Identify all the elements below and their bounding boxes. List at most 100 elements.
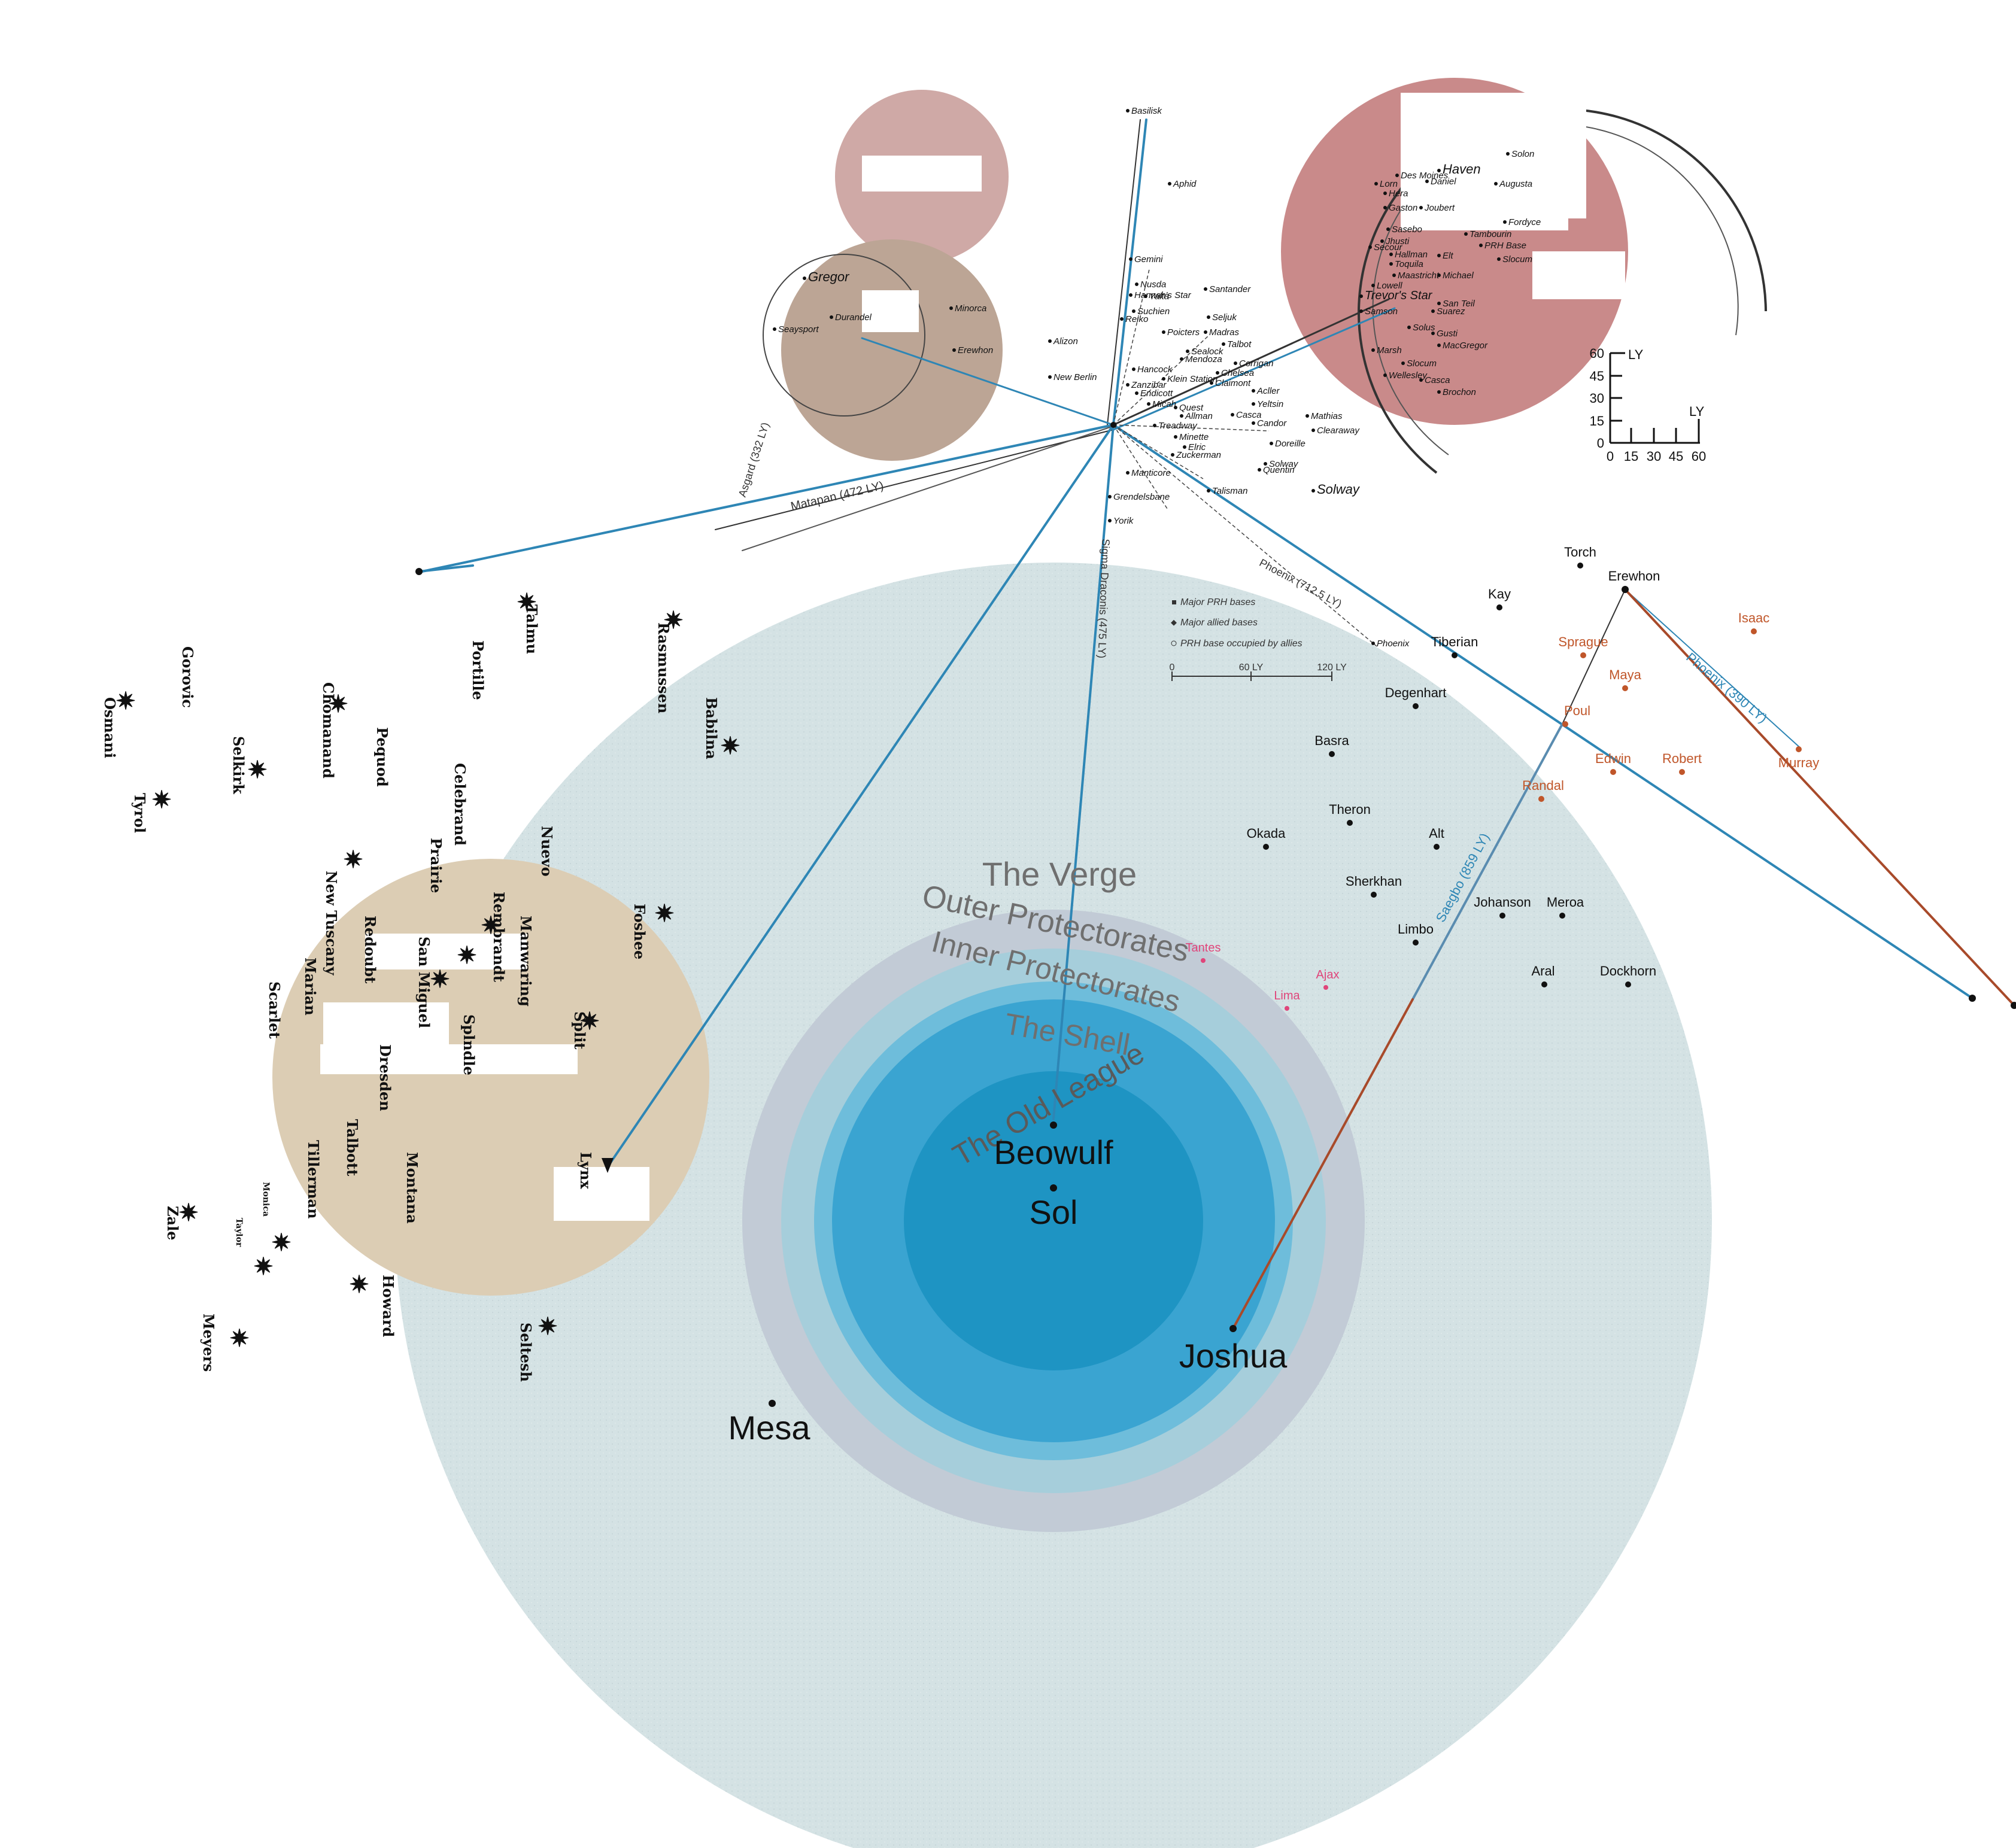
system-dot — [1147, 402, 1150, 406]
system-isaac: Isaac — [1738, 610, 1770, 625]
route-sasebo-blue — [1411, 723, 1563, 1001]
system-dot — [1216, 371, 1219, 375]
system-label: Pequod — [374, 727, 391, 787]
system-label: Yorik — [1113, 516, 1134, 526]
system-dot — [1174, 435, 1177, 439]
legend-major-allied: Major allied bases — [1180, 618, 1258, 628]
system-dot — [1183, 445, 1186, 449]
system-dot — [1252, 402, 1255, 406]
system-dot — [1135, 391, 1138, 395]
system-label: Augusta — [1499, 179, 1532, 189]
system-lima: Lima — [1274, 989, 1300, 1002]
system-dot — [1048, 375, 1052, 379]
joshua-label: Joshua — [1179, 1337, 1288, 1375]
star-glyph-icon: ✷ — [654, 899, 675, 928]
star-glyph-icon: ✷ — [538, 1312, 558, 1341]
system-label: Klein Station — [1167, 374, 1218, 384]
minor-inset-mid — [781, 239, 1003, 461]
sk-connectors — [1113, 269, 1377, 647]
system-label: Acller — [1256, 386, 1280, 396]
route-matapan-stub — [418, 564, 474, 573]
haven-redaction-3 — [1532, 251, 1625, 299]
system-label: Mathias — [1311, 411, 1343, 421]
system-label: Allman — [1185, 411, 1213, 421]
system-label: Gemini — [1134, 254, 1163, 265]
route-basilisk-dark — [1107, 119, 1141, 425]
system-label: Seljuk — [1212, 312, 1237, 323]
system-label: Des Moines — [1401, 171, 1449, 181]
system-label: Gusti — [1437, 329, 1458, 339]
system-dot — [1126, 109, 1130, 113]
star-glyph-icon: ✷ — [253, 1253, 274, 1281]
system-label: Seaysport — [778, 324, 819, 335]
star-glyph-icon: ✷ — [720, 732, 740, 760]
system-label: Lynx — [577, 1152, 594, 1189]
system-label: Casca — [1236, 410, 1262, 420]
system-label: Zanzibar — [1131, 380, 1167, 390]
star-glyph-icon: ✷ — [229, 1324, 250, 1352]
system-label: Solway — [1269, 459, 1299, 469]
star-glyph-icon: ✷ — [430, 965, 450, 993]
system-label: Rasmussen — [655, 622, 672, 713]
system-dot — [1389, 253, 1393, 256]
system-label: Micah — [1152, 399, 1176, 409]
svg-text:15: 15 — [1624, 449, 1638, 464]
system-label: Zuckerman — [1176, 450, 1221, 460]
system-label: Selkirk — [230, 736, 247, 795]
svg-text:45: 45 — [1590, 369, 1604, 384]
system-dot — [1234, 361, 1237, 365]
system-label: Redoubt — [362, 916, 379, 983]
system-label: Slocum — [1502, 254, 1532, 265]
system-label: Hancock — [1137, 364, 1173, 375]
system-dot — [1135, 282, 1138, 286]
system-label: Lowell — [1377, 281, 1402, 291]
system-label: Poicters — [1167, 327, 1200, 338]
star-glyph-icon: ✷ — [663, 606, 684, 634]
route-basilisk — [1112, 118, 1147, 426]
system-tiberian: Tiberian — [1431, 634, 1478, 649]
svg-text:15: 15 — [1590, 414, 1604, 428]
minor-inset-top-redaction — [862, 156, 982, 192]
system-dot — [1153, 424, 1156, 427]
system-okada: Okada — [1247, 826, 1286, 841]
system-label: Aphid — [1173, 179, 1197, 189]
system-dot — [1503, 220, 1507, 224]
system-label: Treadway — [1158, 421, 1198, 431]
system-label: Suchien — [1137, 306, 1170, 317]
system-dot — [1506, 152, 1510, 156]
system-dot — [1383, 192, 1387, 195]
system-label: Haven — [1443, 162, 1481, 177]
system-label: New Tuscany — [323, 871, 340, 975]
system-label: San Teil — [1443, 299, 1475, 309]
system-dot — [1162, 330, 1165, 334]
system-label: Tyrol — [131, 793, 148, 833]
svg-text:60 LY: 60 LY — [1239, 662, 1264, 673]
system-dot — [1386, 227, 1390, 231]
system-label: San Miguel — [415, 937, 433, 1028]
system-label: Tambourin — [1470, 229, 1511, 239]
route-sasebo-brown — [1232, 998, 1414, 1330]
beowulf-dot — [1050, 1121, 1057, 1129]
system-label: MacGregor — [1443, 341, 1488, 351]
system-dot — [1437, 169, 1441, 172]
system-label: Hannah's Star — [1134, 290, 1192, 300]
old-league-core — [904, 1071, 1203, 1370]
svg-text:45: 45 — [1669, 449, 1683, 464]
route-sigma-draconis — [1052, 424, 1115, 1120]
system-dot — [1374, 182, 1378, 186]
svg-text:0: 0 — [1170, 662, 1175, 673]
mesa-dot — [769, 1400, 776, 1407]
system-label: Slocum — [1407, 358, 1437, 369]
system-label: Splndle — [460, 1014, 478, 1075]
system-label: Michael — [1443, 270, 1474, 281]
system-label: Durandel — [835, 312, 872, 323]
system-edwin: Edwin — [1595, 751, 1631, 766]
system-dot — [1401, 361, 1405, 365]
svg-text:60: 60 — [1692, 449, 1706, 464]
system-label: Rembrandt — [490, 892, 508, 982]
system-label: Santander — [1209, 284, 1251, 294]
